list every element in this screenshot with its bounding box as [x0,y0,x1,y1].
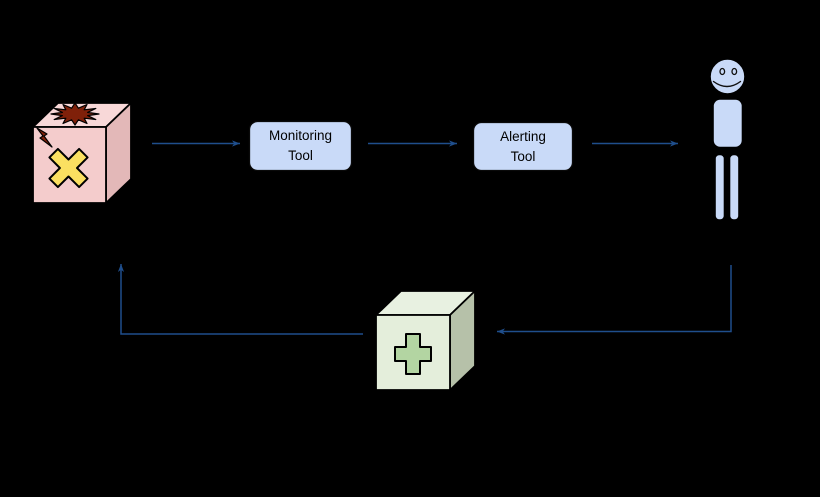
lightning-bolt-icon [36,127,53,148]
person-body [712,98,744,149]
plus-mark-icon [394,333,432,375]
person-left-eye [719,67,726,76]
alerting-tool-node [472,121,574,172]
person-left-leg [714,153,726,221]
broken-system-cube-icon [32,102,132,204]
monitoring-tool-node [248,120,353,172]
arrow-person-to-fix [497,265,732,335]
arrow-fix-to-broken-system [117,264,363,335]
person-smile [712,80,742,88]
x-mark-icon [48,147,89,189]
flow-arrows [117,140,732,335]
person-right-leg [728,153,740,221]
person-icon [709,58,746,221]
explosion-burst-icon [50,102,100,126]
person-head [709,58,746,95]
fix-cube-icon [375,290,476,391]
person-right-eye [731,67,738,76]
